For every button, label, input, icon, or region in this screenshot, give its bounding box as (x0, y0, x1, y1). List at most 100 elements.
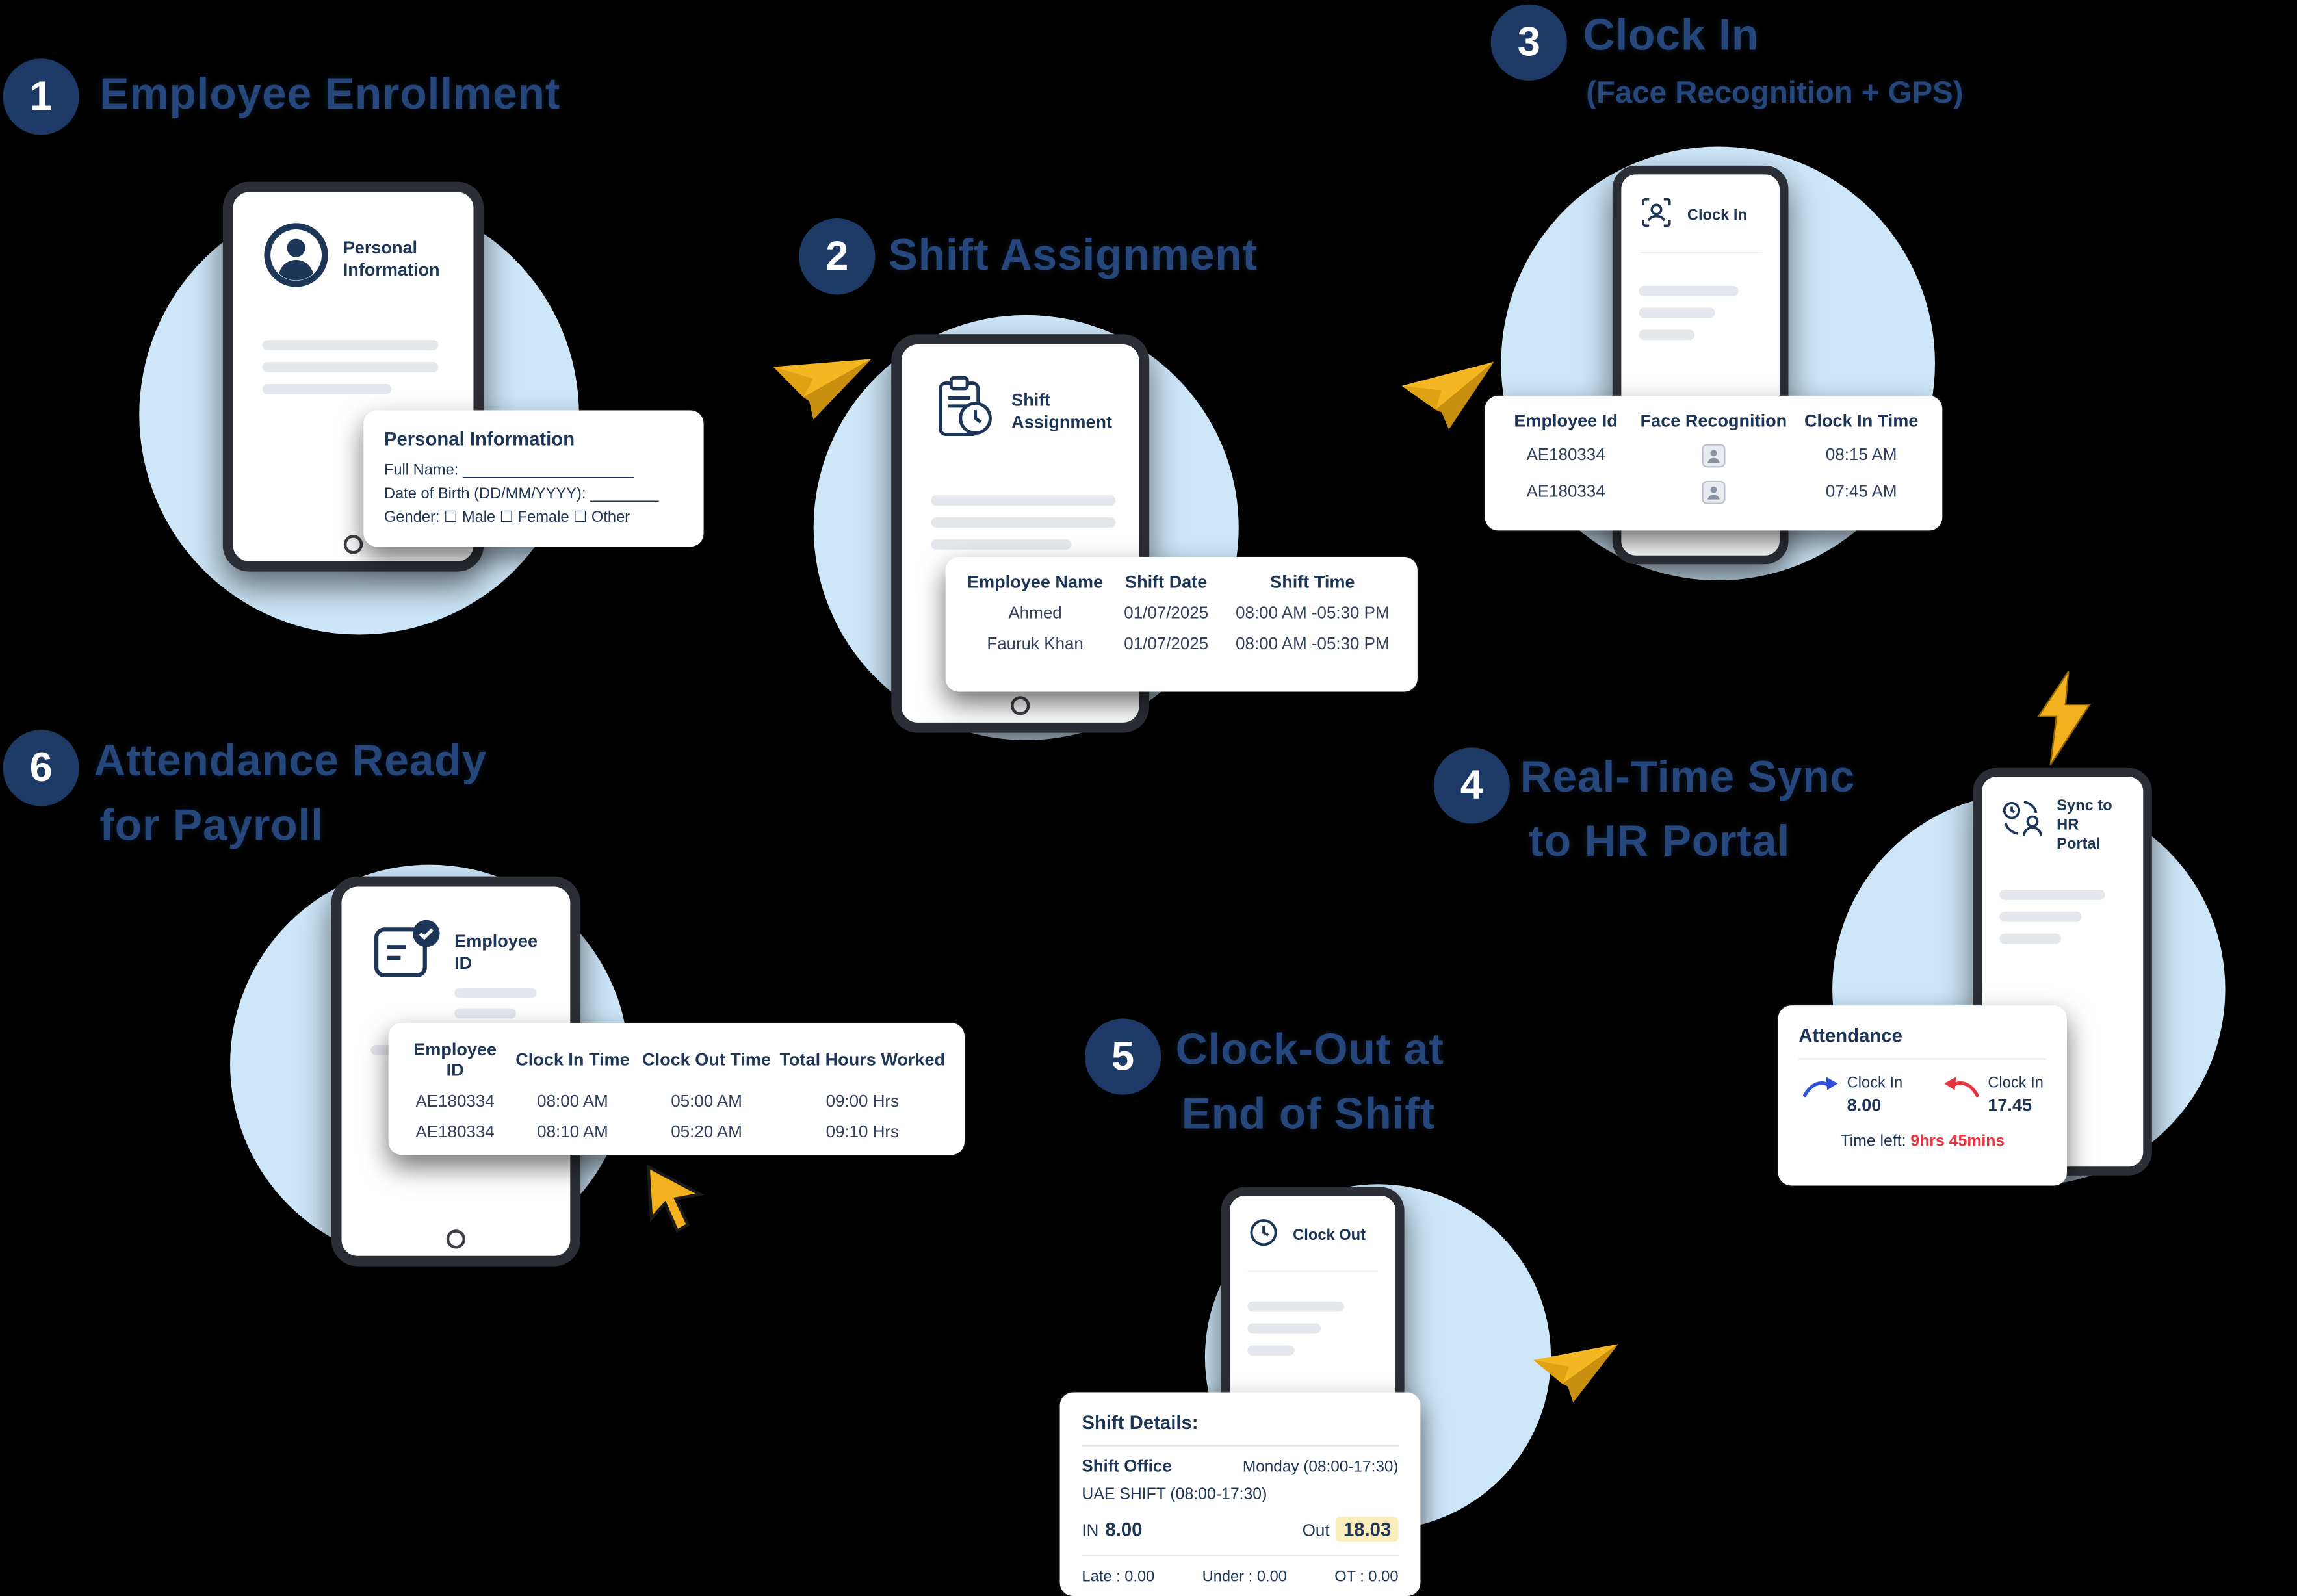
skeleton-line (1999, 912, 2082, 923)
attendance-card-title: Attendance (1798, 1024, 1902, 1047)
photo-badge-icon (1629, 444, 1798, 468)
time-left-label: Time left: (1840, 1133, 1906, 1151)
step-6-badge: 6 (3, 730, 79, 806)
in-label: IN (1082, 1523, 1099, 1541)
step-4-title-line2: to HR Portal (1529, 817, 1791, 866)
step-1-badge: 1 (3, 58, 79, 135)
divider (1082, 1445, 1399, 1447)
skeleton-line (1639, 329, 1695, 341)
tablet-1-screen-title: Personal Information (343, 237, 440, 279)
phone-3-header: Clock In (1639, 195, 1761, 237)
skeleton-line (1247, 1345, 1295, 1356)
step-5-title-line1: Clock-Out at (1175, 1025, 1444, 1075)
phone-4-header: Sync to HR Portal (1999, 797, 2125, 855)
sync-person-icon (1999, 797, 2044, 845)
shift-name: UAE SHIFT (08:00-17:30) (1082, 1486, 1267, 1504)
table-row: AE180334 08:10 AM 05:20 AM 09:10 Hrs (403, 1124, 950, 1142)
skeleton-lines (454, 988, 541, 1019)
arrow-curve-red-icon (1942, 1074, 1980, 1108)
clock-in-table: Employee Id Face Recognition Clock In Ti… (1485, 395, 1943, 531)
skeleton-line (262, 362, 439, 372)
under-value: Under : 0.00 (1202, 1568, 1287, 1586)
tablet-1-header: Personal Information (263, 222, 445, 296)
tablet-6-screen-title: Employee ID (454, 931, 538, 973)
skeleton-line (454, 1008, 516, 1019)
skeleton-line (1639, 285, 1739, 296)
time-left-row: Time left: 9hrs 45mins (1798, 1133, 2046, 1150)
shift-details-title: Shift Details: (1082, 1411, 1199, 1434)
phone-5-screen-title: Clock Out (1293, 1226, 1366, 1244)
divider (1247, 1270, 1378, 1272)
full-name-field: Full Name: ____________________ (383, 461, 634, 480)
clock-in-value: 8.00 (1847, 1094, 1882, 1116)
cell-employee-id: AE180334 (1526, 446, 1605, 465)
paper-plane-icon (1400, 360, 1499, 441)
column-header: Clock In Time (1804, 410, 1919, 431)
step-3-badge: 3 (1490, 4, 1567, 81)
tablet-2-header: Shift Assignment (931, 374, 1113, 448)
home-button (343, 535, 363, 554)
skeleton-line (931, 539, 1072, 550)
skeleton-lines (262, 340, 445, 394)
skeleton-line (1639, 307, 1715, 318)
skeleton-line (262, 340, 439, 351)
cell-shift-time: 08:00 AM -05:30 PM (1236, 636, 1390, 654)
home-button (1011, 696, 1030, 715)
clipboard-clock-icon (931, 374, 998, 448)
table-row: AE180334 07:45 AM (1503, 480, 1925, 504)
column-header: Clock In Time (515, 1049, 630, 1070)
cell-clock-in: 08:00 AM (537, 1093, 608, 1111)
skeleton-line (931, 495, 1116, 506)
table-row: Fauruk Khan 01/07/2025 08:00 AM -05:30 P… (963, 636, 1400, 654)
paper-plane-icon (1533, 1343, 1618, 1411)
home-button (446, 1229, 466, 1249)
shift-office-value: Monday (08:00-17:30) (1242, 1458, 1399, 1476)
cell-employee-id: AE180334 (415, 1124, 495, 1142)
table-row: AE180334 08:00 AM 05:00 AM 09:00 Hrs (403, 1093, 950, 1111)
attendance-card: Attendance Clock In 8.00 (1778, 1005, 2067, 1186)
step-3-subtitle: (Face Recognition + GPS) (1586, 76, 1964, 110)
divider (1082, 1554, 1399, 1557)
column-header: Clock Out Time (642, 1049, 772, 1070)
divider (1639, 251, 1762, 254)
in-out-row: IN 8.00 Out 18.03 (1082, 1517, 1399, 1543)
personal-info-card-title: Personal Information (383, 428, 575, 450)
column-header: Employee ID (413, 1039, 497, 1081)
cursor-arrow-icon (639, 1161, 715, 1244)
skeleton-line (931, 517, 1116, 528)
cell-total-hours: 09:10 Hrs (825, 1124, 900, 1142)
cell-shift-time: 08:00 AM -05:30 PM (1236, 605, 1390, 623)
shift-office-label: Shift Office (1082, 1458, 1172, 1476)
cell-shift-date: 01/07/2025 (1124, 636, 1209, 654)
step-5-title-line2: End of Shift (1181, 1090, 1436, 1139)
step-6-title-line2: for Payroll (99, 801, 324, 851)
clock-out-value: 17.45 (1988, 1094, 2032, 1116)
step-4-title-line1: Real-Time Sync (1520, 753, 1856, 802)
skeleton-lines (931, 495, 1116, 550)
tablet-2-screen-title: Shift Assignment (1011, 389, 1113, 432)
skeleton-line (262, 383, 392, 394)
step-2-badge: 2 (799, 218, 876, 295)
column-header: Shift Date (1125, 571, 1208, 593)
cell-clock-in: 08:10 AM (537, 1124, 608, 1142)
personal-info-card: Personal Information Full Name: ________… (363, 410, 704, 547)
table-header-row: Employee ID Clock In Time Clock Out Time… (403, 1039, 950, 1080)
attendance-values-row: Clock In 8.00 Clock In 17.45 (1798, 1074, 2046, 1115)
shift-assignment-table: Employee Name Shift Date Shift Time Ahme… (945, 557, 1418, 692)
phone-3-screen-title: Clock In (1687, 206, 1747, 224)
divider (1798, 1058, 2047, 1060)
step-2-title: Shift Assignment (888, 231, 1258, 280)
skeleton-lines (1639, 285, 1761, 341)
dob-field: Date of Birth (DD/MM/YYYY): ________ (383, 485, 659, 503)
clock-icon (1247, 1216, 1280, 1256)
time-left-value: 9hrs 45mins (1910, 1133, 2005, 1151)
skeleton-line (1999, 890, 2105, 901)
skeleton-line (454, 988, 537, 998)
shift-details-card: Shift Details: Shift Office Monday (08:0… (1059, 1392, 1421, 1596)
cell-clock-in-time: 07:45 AM (1825, 483, 1897, 502)
step-6-title-line1: Attendance Ready (94, 737, 487, 786)
skeleton-line (1247, 1323, 1321, 1334)
column-header: Employee Name (967, 571, 1104, 593)
step-5-badge: 5 (1084, 1018, 1161, 1095)
